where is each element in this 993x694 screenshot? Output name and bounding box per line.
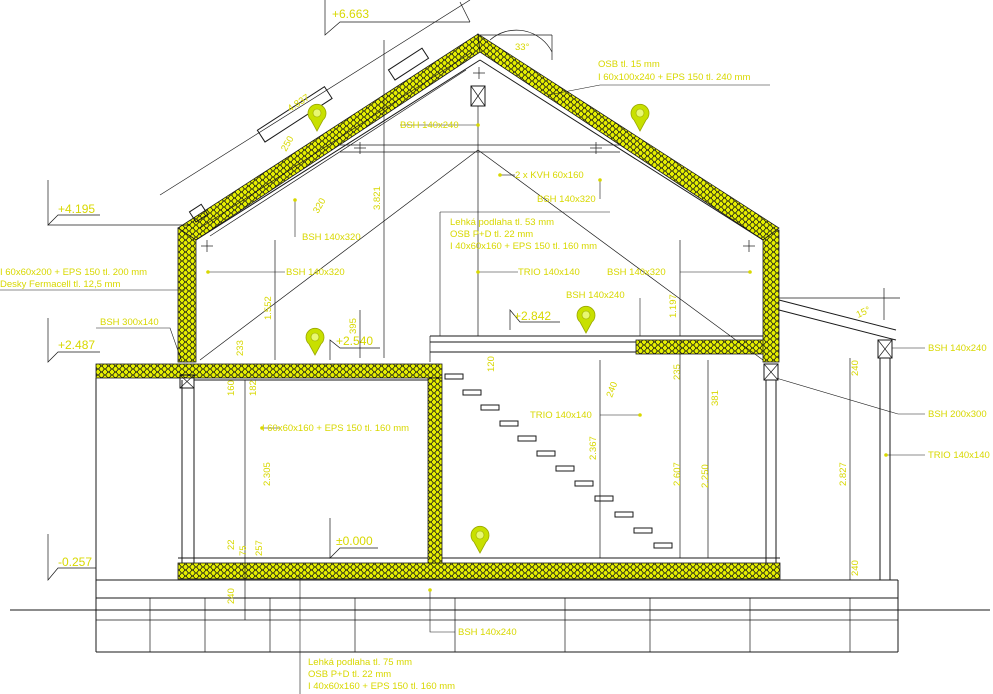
svg-text:2.250: 2.250 xyxy=(700,464,711,488)
label-roof-layer: I 60x100x240 + EPS 150 tl. 240 mm xyxy=(598,72,750,83)
level-bottom-label: -0.257 xyxy=(58,555,92,569)
level-ground: ±0.000 xyxy=(329,518,378,559)
label-bsh140x320-c: BSH 140x320 xyxy=(286,267,345,278)
label-kvh: 2 x KVH 60x160 xyxy=(515,170,584,181)
canopy xyxy=(778,288,900,580)
crosshairs xyxy=(201,67,755,252)
label-osb15: OSB tl. 15 mm xyxy=(598,59,660,70)
level-gallery-label: +2.842 xyxy=(514,309,551,323)
label-osb22-1: OSB P+D tl. 22 mm xyxy=(450,229,533,240)
label-floor-layer-1: I 40x60x160 + EPS 150 tl. 160 mm xyxy=(450,241,597,252)
level-ground-label: ±0.000 xyxy=(336,534,373,548)
svg-text:1.197: 1.197 xyxy=(668,294,679,318)
svg-text:3.821: 3.821 xyxy=(372,186,383,210)
svg-text:120: 120 xyxy=(486,356,497,372)
level-eaves-label: +4.195 xyxy=(58,202,95,216)
label-wall-layer: I 60x60x200 + EPS 150 tl. 200 mm xyxy=(0,267,147,278)
svg-text:235: 235 xyxy=(672,364,683,380)
svg-text:395: 395 xyxy=(348,318,359,334)
label-bsh300x140: BSH 300x140 xyxy=(100,317,159,328)
svg-text:2.827: 2.827 xyxy=(838,462,849,486)
svg-text:160: 160 xyxy=(226,380,237,396)
svg-text:240: 240 xyxy=(850,360,861,376)
level-ridge: +6.663 xyxy=(324,0,471,36)
label-trio-c: TRIO 140x140 xyxy=(928,450,990,461)
roof-left-slope xyxy=(177,33,481,241)
svg-text:257: 257 xyxy=(254,540,265,556)
label-osb22-2: OSB P+D tl. 22 mm xyxy=(308,669,391,680)
label-fermacell: Desky Fermacell tl. 12,5 mm xyxy=(0,279,120,290)
svg-text:240: 240 xyxy=(604,380,620,399)
level-left-floor-label: +2.487 xyxy=(58,338,95,352)
label-trio-b: TRIO 140x140 xyxy=(530,410,592,421)
left-wall-upper xyxy=(177,227,197,363)
svg-text:250: 250 xyxy=(279,134,296,153)
interior-wall xyxy=(427,377,443,564)
label-bsh200x300: BSH 200x300 xyxy=(928,409,987,420)
label-trio-a: TRIO 140x140 xyxy=(518,267,580,278)
label-bsh140x240-b: BSH 140x240 xyxy=(566,290,625,301)
svg-text:240: 240 xyxy=(850,560,861,576)
label-bsh140x320-d: BSH 140x320 xyxy=(607,267,666,278)
svg-text:4.837: 4.837 xyxy=(286,92,312,114)
svg-text:15°: 15° xyxy=(855,305,873,321)
level-ridge-label: +6.663 xyxy=(332,7,369,21)
dimension-lines: 4.837 3.821 33° 250 320 1.552 395 233 1.… xyxy=(159,0,873,620)
annotations: OSB tl. 15 mm I 60x100x240 + EPS 150 tl.… xyxy=(0,59,990,694)
upper-floor-slab xyxy=(635,339,777,355)
svg-text:75: 75 xyxy=(238,545,249,556)
foundation xyxy=(10,579,990,653)
level-eaves: +4.195 xyxy=(47,180,190,226)
ground-floor-slab xyxy=(177,562,781,580)
first-floor-slab xyxy=(95,363,443,379)
label-floor-layer-2: I 40x60x160 + EPS 150 tl. 160 mm xyxy=(308,681,455,692)
svg-text:381: 381 xyxy=(710,390,721,406)
svg-text:233: 233 xyxy=(235,340,246,356)
svg-text:320: 320 xyxy=(311,196,328,215)
level-upper-floor-label: +2.540 xyxy=(336,334,373,348)
label-light-floor-1: Lehká podlaha tl. 53 mm xyxy=(450,217,554,228)
label-bsh140x240-c: BSH 140x240 xyxy=(928,343,987,354)
svg-text:2.367: 2.367 xyxy=(588,436,599,460)
label-bsh140x320-a: BSH 140x320 xyxy=(537,194,596,205)
pin-icon-gallery[interactable] xyxy=(576,305,596,334)
label-bsh140x320-b: BSH 140x320 xyxy=(302,232,361,243)
level-left-floor: +2.487 xyxy=(47,318,100,363)
label-bsh140x240-a: BSH 140x240 xyxy=(400,120,459,131)
pin-icon-roof-right[interactable] xyxy=(630,103,650,132)
svg-text:2.607: 2.607 xyxy=(672,462,683,486)
svg-text:22: 22 xyxy=(226,539,237,550)
label-light-floor-2: Lehká podlaha tl. 75 mm xyxy=(308,657,412,668)
svg-text:1.552: 1.552 xyxy=(263,296,274,320)
pin-icon-upper-left[interactable] xyxy=(305,327,325,356)
level-bottom: -0.257 xyxy=(47,534,96,581)
svg-text:240: 240 xyxy=(226,588,237,604)
svg-text:2.305: 2.305 xyxy=(262,462,273,486)
level-markers: +6.663 +4.195 +2.487 +2.540 +2.842 ±0.00… xyxy=(47,0,560,581)
pin-icon-roof-left[interactable] xyxy=(307,103,327,132)
label-bsh140x240-d: BSH 140x240 xyxy=(458,627,517,638)
right-wall xyxy=(762,229,780,363)
label-int-wall: I 60x60x160 + EPS 150 tl. 160 mm xyxy=(262,423,409,434)
pin-icon-ground[interactable] xyxy=(470,525,490,554)
level-upper-floor: +2.540 xyxy=(329,334,380,360)
svg-text:182: 182 xyxy=(248,380,259,396)
level-gallery: +2.842 xyxy=(509,309,560,330)
svg-text:33°: 33° xyxy=(515,42,530,53)
staircase xyxy=(444,373,673,549)
